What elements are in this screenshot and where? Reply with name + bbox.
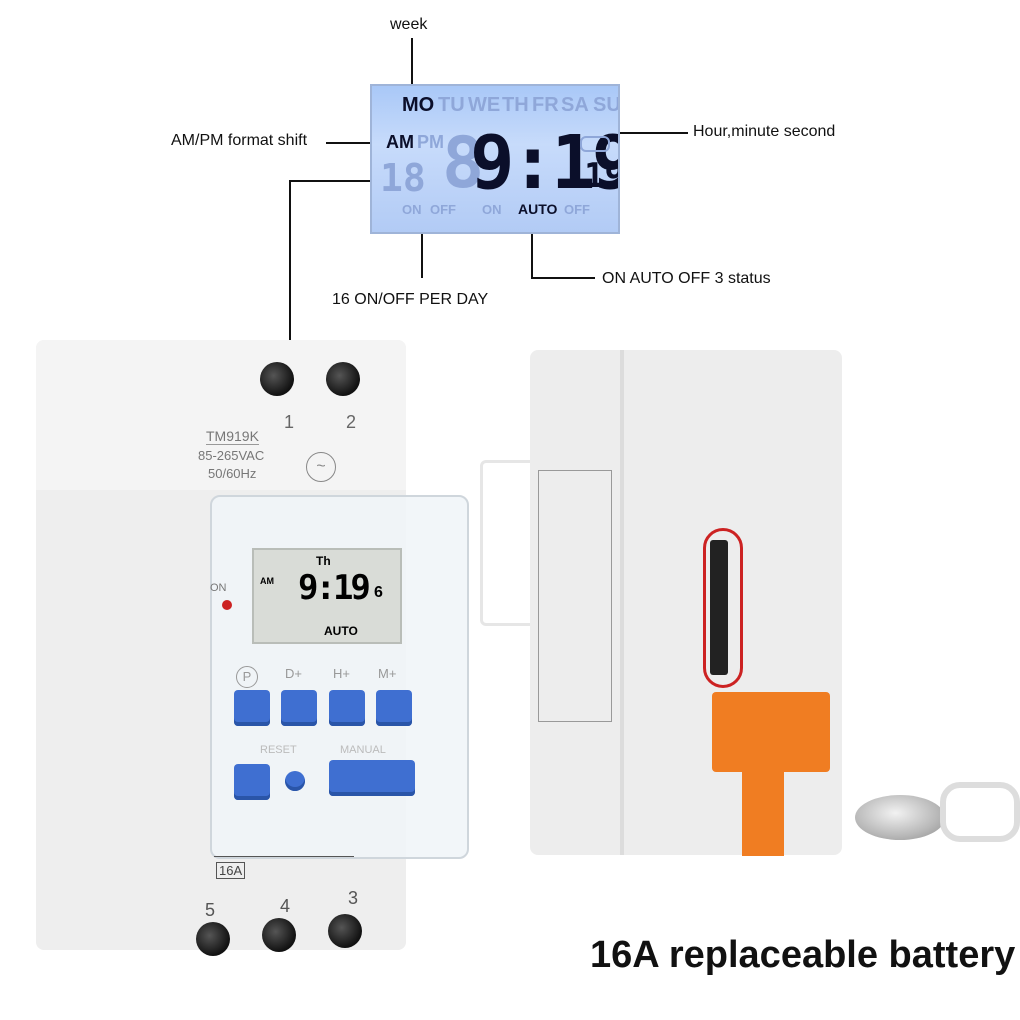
voltage-label: 85-265VAC [198, 448, 265, 463]
terminal-2-label: 2 [346, 412, 357, 432]
lcd-day-th: TH [502, 94, 529, 116]
rating-label: 16A [216, 862, 246, 879]
frequency-label: 50/60Hz [208, 466, 257, 481]
terminal-1-label: 1 [284, 412, 295, 432]
hour-pointer-line [582, 132, 688, 134]
lcd-day-we: WE [468, 94, 501, 116]
orange-din-latch[interactable] [712, 692, 830, 772]
orange-latch-tab[interactable] [742, 770, 784, 856]
program-button-label: P [236, 666, 258, 688]
lcd-day-su: SU [593, 94, 620, 116]
lcd-auto: AUTO [518, 201, 558, 217]
battery-slot[interactable] [710, 540, 728, 675]
battery-holder-icon [940, 782, 1020, 842]
device-lcd: Th AM 9:19 6 AUTO [252, 548, 402, 644]
onoff-callout: 16 ON/OFF PER DAY [332, 291, 489, 308]
lcd-am: AM [386, 132, 414, 152]
ac-symbol-icon: ~ [306, 452, 336, 482]
screw-icon[interactable] [260, 362, 294, 396]
minute-button-label: M+ [378, 666, 397, 681]
lcd-off-1: OFF [430, 202, 456, 217]
device-lcd-day: Th [316, 554, 331, 568]
onoff-pointer-line [421, 222, 423, 278]
device-lcd-am: AM [260, 576, 274, 586]
hour-button-label: H+ [333, 666, 350, 681]
side-label-panel [538, 470, 612, 722]
lcd-left-segments: 18 [380, 156, 426, 200]
ampm-pointer-line [326, 142, 382, 144]
coin-battery-icon [855, 795, 945, 840]
lcd-pm: PM [417, 132, 444, 152]
terminal-4-label: 4 [280, 896, 291, 916]
device-lcd-seconds: 6 [374, 584, 383, 601]
device-lcd-auto: AUTO [324, 624, 358, 638]
hour-callout: Hour,minute second [693, 123, 836, 140]
ampm-callout: AM/PM format shift [171, 132, 308, 149]
lcd-closeup: MO TU WE TH FR SA SU AM PM 18 8 9:19 19 … [370, 84, 620, 234]
week-pointer-line [411, 38, 413, 90]
status-callout: ON AUTO OFF 3 status [602, 270, 771, 287]
battery-slot-highlight [703, 528, 743, 688]
lcd-link-line-h [289, 180, 381, 182]
lcd-day-mo: MO [402, 94, 435, 116]
lcd-off-2: OFF [564, 202, 590, 217]
caption: 16A replaceable battery [590, 934, 1016, 976]
screw-icon[interactable] [328, 914, 362, 948]
lcd-ghost-digit: 8 [442, 122, 485, 204]
manual-button[interactable] [329, 760, 415, 796]
terminal-3-label: 3 [348, 888, 359, 908]
lcd-on-2: ON [482, 202, 502, 217]
model-label: TM919K [206, 428, 259, 445]
lcd-day-sa: SA [561, 94, 589, 116]
battery-indicator-icon [580, 136, 610, 152]
wiring-diagram [214, 856, 354, 887]
status-pointer-line-v [531, 222, 533, 278]
side-divider [620, 350, 624, 855]
lcd-time: 9:19 [470, 120, 620, 206]
reset-label: RESET [260, 744, 297, 756]
day-button-label: D+ [285, 666, 302, 681]
status-pointer-line-h [531, 277, 595, 279]
terminal-5-label: 5 [205, 900, 216, 920]
program-button[interactable] [234, 690, 270, 726]
on-led-icon [222, 600, 232, 610]
lcd-on-1: ON [402, 202, 422, 217]
screw-icon[interactable] [262, 918, 296, 952]
on-led-label: ON [210, 582, 227, 594]
lcd-day-tu: TU [438, 94, 465, 116]
hour-plus-button[interactable] [329, 690, 365, 726]
day-plus-button[interactable] [281, 690, 317, 726]
reset-button[interactable] [285, 771, 305, 791]
manual-label: MANUAL [340, 744, 386, 756]
minute-plus-button[interactable] [376, 690, 412, 726]
screw-icon[interactable] [196, 922, 230, 956]
week-callout: week [390, 16, 428, 33]
device-lcd-time: 9:19 [298, 568, 371, 608]
lcd-seconds: 19 [584, 156, 618, 196]
clock-button[interactable] [234, 764, 270, 800]
lcd-day-fr: FR [532, 94, 559, 116]
screw-icon[interactable] [326, 362, 360, 396]
